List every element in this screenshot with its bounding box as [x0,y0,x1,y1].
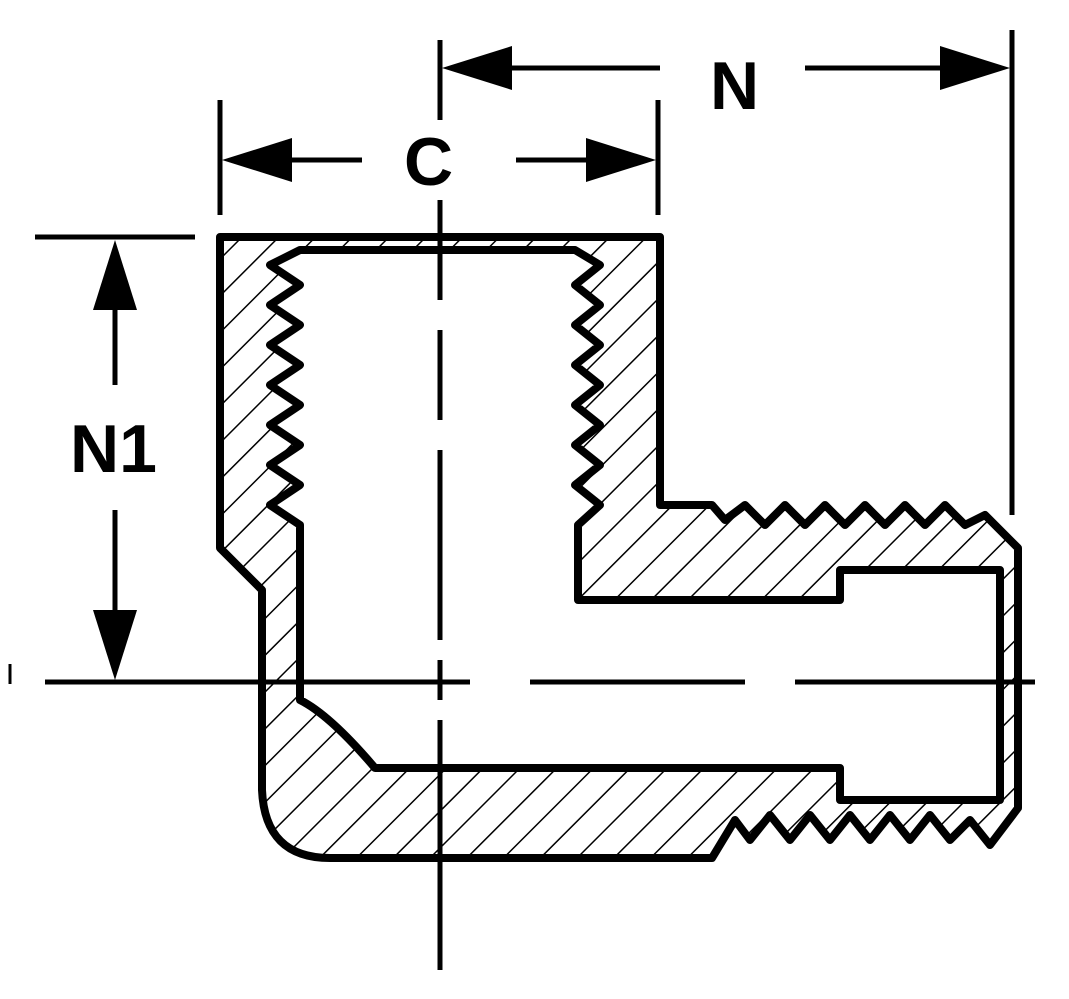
dim-n-arrow-left [442,46,512,90]
center-lines [45,40,1035,970]
dimension-label-n1: N1 [60,415,167,483]
dim-c-arrow-left [222,138,292,182]
dimension-c [222,138,656,182]
dimension-n [442,46,1010,90]
dim-n1-arrow-bottom [93,610,137,680]
dim-n-arrow-right [940,46,1010,90]
dim-n1-arrow-top [93,240,137,310]
dimension-n1 [93,240,137,680]
dim-c-arrow-right [586,138,656,182]
dimension-label-n: N [700,52,770,120]
dimension-label-c: C [394,128,464,196]
extension-lines [35,30,1015,515]
fitting-body [216,233,1022,862]
